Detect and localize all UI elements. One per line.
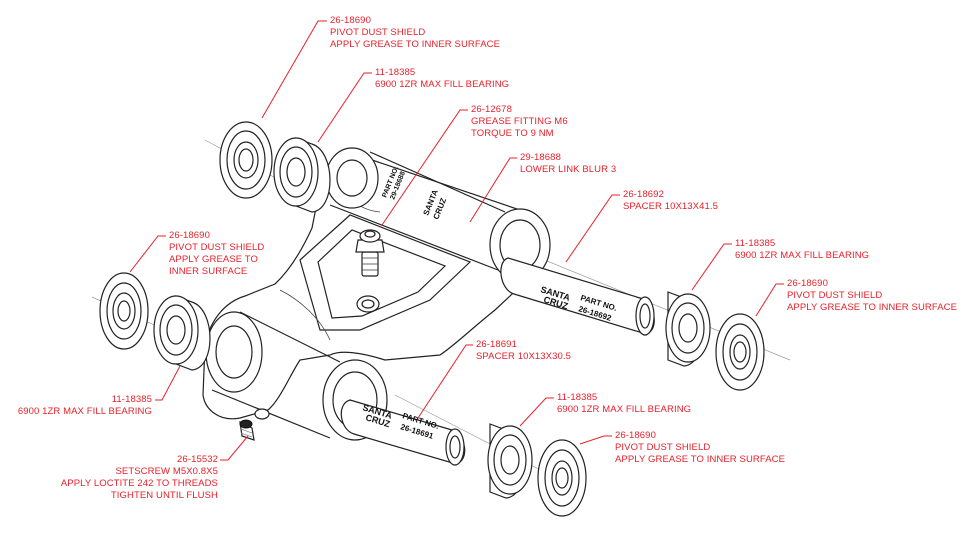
callout-line: APPLY GREASE TO INNER SURFACE [787,302,958,313]
callout-lower-link: 29-18688 LOWER LINK BLUR 3 [520,152,616,176]
callout-bearing-right-upper: 11-18385 6900 1ZR MAX FILL BEARING [735,238,869,262]
callout-line: PIVOT DUST SHIELD [615,442,711,453]
bearing-left [153,295,211,371]
callout-part-no: 26-18691 [476,339,517,350]
callout-part-no: 29-18688 [520,152,561,163]
callout-line: SPACER 10X13X41.5 [623,201,718,212]
dust-shield-right-upper [715,313,765,391]
callout-line: TORQUE TO 9 NM [471,128,554,139]
leader-lines [129,20,784,461]
callout-line: PIVOT DUST SHIELD [330,27,426,38]
callout-bearing-right-lower: 11-18385 6900 1ZR MAX FILL BEARING [557,392,691,416]
bearing-right-upper [665,291,711,367]
callout-line: APPLY LOCTITE 242 TO THREADS [60,478,218,489]
callout-line: APPLY GREASE TO [169,254,258,265]
callout-part-no: 11-18385 [735,238,776,249]
callout-line: SPACER 10X13X30.5 [476,351,571,362]
spacer-long: SANTA CRUZ PART NO. 26-18692 [500,257,655,336]
callout-line: GREASE FITTING M6 [471,116,568,127]
callout-line: TIGHTEN UNTIL FLUSH [110,490,218,501]
callout-part-no: 26-12678 [471,104,512,115]
callout-line: SETSCREW M5X0.8X5 [115,466,218,477]
callout-part-no: 26-18690 [787,278,828,289]
spacer-short: SANTA CRUZ PART NO. 26-18691 [340,399,466,466]
callout-line: APPLY GREASE TO INNER SURFACE [615,454,786,465]
callout-spacer-short: 26-18691 SPACER 10X13X30.5 [476,339,571,363]
callout-line: 6900 1ZR MAX FILL BEARING [375,79,510,90]
setscrew [239,419,255,441]
callout-line: APPLY GREASE TO INNER SURFACE [330,39,501,50]
callout-part-no: 11-18385 [111,394,152,405]
callout-spacer-long: 26-18692 SPACER 10X13X41.5 [623,189,718,213]
callout-part-no: 11-18385 [375,67,416,78]
callout-part-no: 11-18385 [557,392,598,403]
callout-line: PIVOT DUST SHIELD [169,242,265,253]
dust-shield-right-lower [537,439,587,517]
callout-part-no: 26-18690 [330,15,371,26]
callout-setscrew: 26-15532 SETSCREW M5X0.8X5 APPLY LOCTITE… [61,454,218,502]
bearing-top [273,137,331,213]
callout-dust-shield-right-lower: 26-18690 PIVOT DUST SHIELD APPLY GREASE … [615,430,785,466]
callout-bearing-top: 11-18385 6900 1ZR MAX FILL BEARING [375,67,509,91]
callout-dust-shield-right-upper: 26-18690 PIVOT DUST SHIELD APPLY GREASE … [787,278,957,314]
callout-line: INNER SURFACE [169,266,248,277]
callout-bearing-left: 11-18385 6900 1ZR MAX FILL BEARING [18,394,152,418]
callout-part-no: 26-18690 [615,430,656,441]
callout-grease-fitting: 26-12678 GREASE FITTING M6 TORQUE TO 9 N… [471,104,568,140]
callout-line: PIVOT DUST SHIELD [787,290,883,301]
callout-part-no: 26-15532 [177,454,218,465]
callout-dust-shield-top: 26-18690 PIVOT DUST SHIELD APPLY GREASE … [330,15,500,51]
grease-fitting [355,229,385,277]
callout-line: 6900 1ZR MAX FILL BEARING [557,404,692,415]
bearing-right-lower [487,423,533,499]
callout-line: 6900 1ZR MAX FILL BEARING [17,406,152,417]
callout-part-no: 26-18692 [623,189,664,200]
dust-shield-left [99,272,149,350]
callout-dust-shield-left: 26-18690 PIVOT DUST SHIELD APPLY GREASE … [169,230,264,278]
callout-line: LOWER LINK BLUR 3 [520,164,617,175]
callout-line: 6900 1ZR MAX FILL BEARING [735,250,870,261]
dust-shield-top [219,121,273,199]
callout-part-no: 26-18690 [169,230,210,241]
